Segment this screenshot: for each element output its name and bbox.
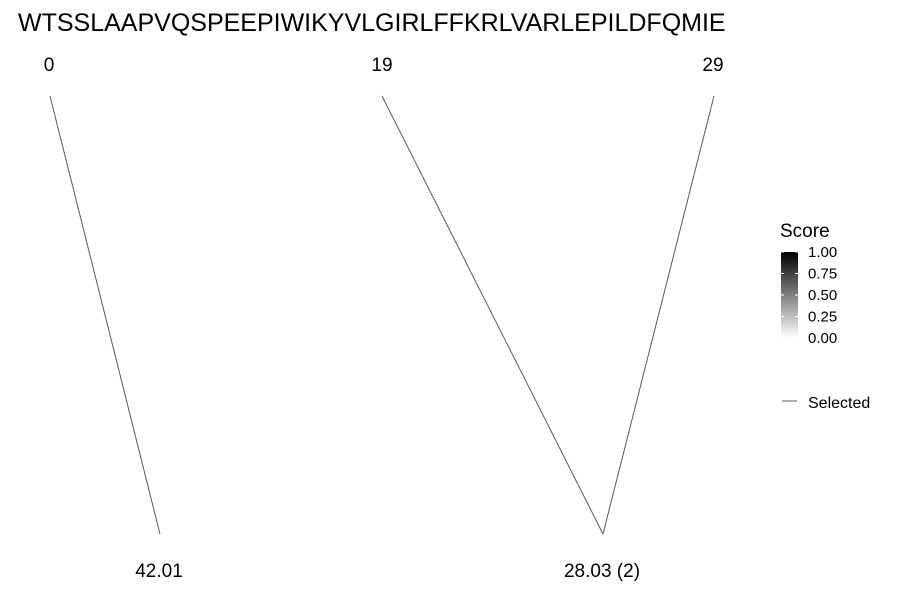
link-19-to-28032 <box>381 95 604 535</box>
score-ticks: 1.00 0.75 0.50 0.25 0.00 <box>781 244 837 347</box>
selected-legend-label: Selected <box>808 395 870 412</box>
link-0-to-4201 <box>49 95 161 535</box>
top-node-label-0: 0 <box>44 55 55 76</box>
top-labels: 0 19 29 <box>44 55 724 76</box>
selected-legend: Selected <box>782 395 870 412</box>
score-tick-label-2: 0.50 <box>808 287 837 304</box>
top-node-label-2: 29 <box>702 55 723 76</box>
score-colorbar <box>781 252 798 338</box>
score-tick-label-1: 0.75 <box>808 266 837 283</box>
score-tick-label-4: 0.00 <box>808 330 837 347</box>
link-29-to-28032 <box>602 95 715 535</box>
links-group <box>49 95 715 535</box>
score-legend-title: Score <box>780 221 830 242</box>
bottom-labels: 42.01 28.03 (2) <box>135 561 640 582</box>
bottom-node-label-0: 42.01 <box>135 561 183 582</box>
score-legend: Score 1.00 0.75 0.50 0.25 0.00 <box>780 221 837 347</box>
top-node-label-1: 19 <box>371 55 392 76</box>
score-tick-label-3: 0.25 <box>808 309 837 326</box>
score-tick-label-0: 1.00 <box>808 244 837 261</box>
bottom-node-label-1: 28.03 (2) <box>564 561 640 582</box>
chart-title: WTSSLAAPVQSPEEPIWIKYVLGIRLFFKRLVARLEPILD… <box>18 9 726 37</box>
